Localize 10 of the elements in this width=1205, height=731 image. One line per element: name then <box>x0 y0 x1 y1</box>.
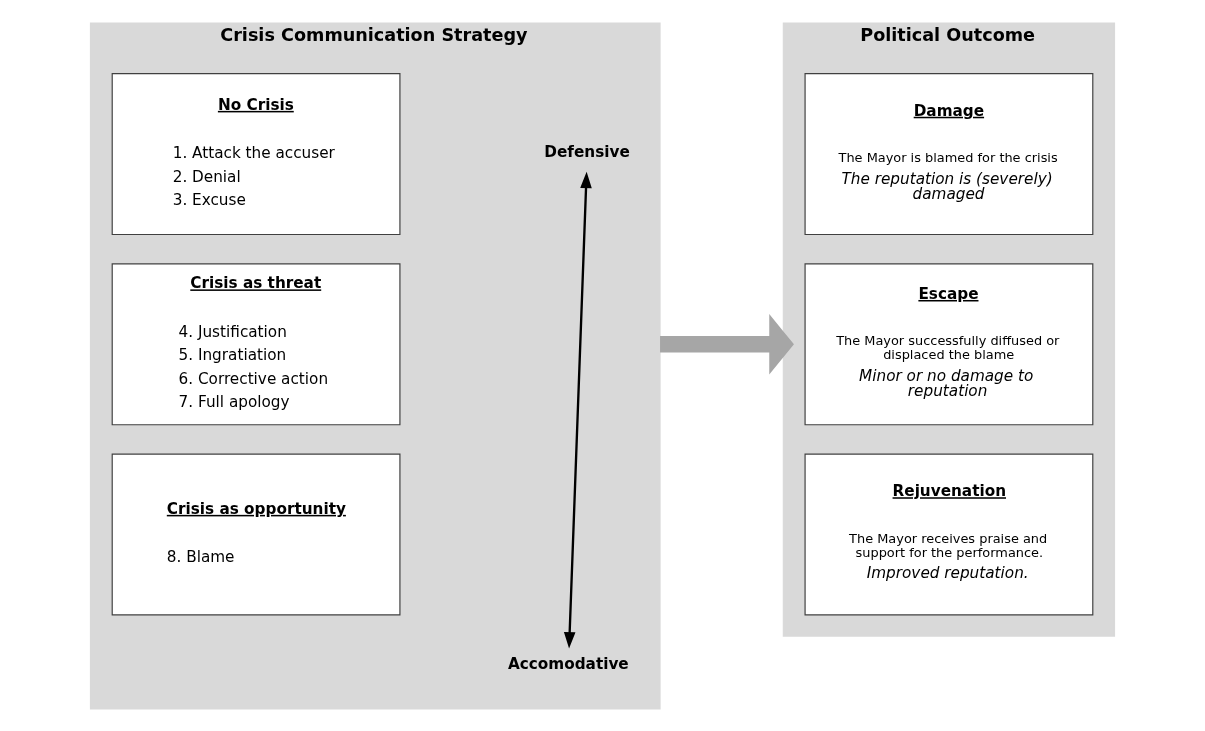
node-box: Damage The Mayor is blamed for the crisis The reputation is (severely) damaged <box>804 72 1094 235</box>
node-box: Rejuvenation The Mayor receives praise and support for the performance. Improved reputation. <box>804 453 1094 616</box>
node-text: Defensive <box>544 142 630 161</box>
arrow <box>563 171 592 649</box>
node-box: Crisis as threat 4. Justification 5. Ingratiation 6. Corrective action 7. Full apology <box>111 262 401 425</box>
node-box: Escape The Mayor successfully diffused or displaced the blame Minor or no damage to reputation <box>804 262 1094 425</box>
node-text: Accomodative <box>507 654 629 673</box>
arrow <box>660 313 794 375</box>
node-box: Crisis as opportunity 8. Blame <box>111 453 401 616</box>
node-box: No Crisis 1. Attack the accuser 2. Denial 3. Excuse <box>111 72 401 235</box>
